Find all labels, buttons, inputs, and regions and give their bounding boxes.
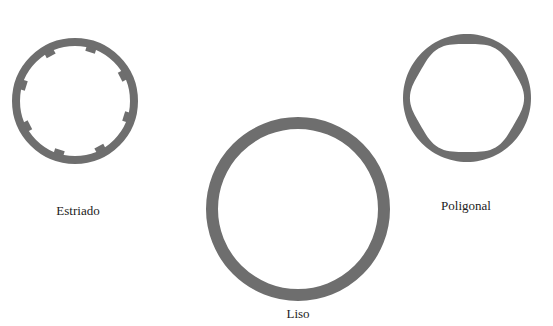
polygonal-bore xyxy=(403,34,531,162)
smooth-bore xyxy=(212,123,384,295)
rifling-land xyxy=(94,144,105,153)
section-label: Estriado xyxy=(56,203,99,218)
section-label: Poligonal xyxy=(441,198,491,213)
rifling-land xyxy=(122,111,130,122)
rifled-bore xyxy=(16,42,134,160)
rifling-land xyxy=(85,46,96,54)
rifling-land xyxy=(118,70,127,81)
rifling-land xyxy=(54,148,65,156)
rifling-land xyxy=(23,120,32,131)
barrel-ring xyxy=(16,42,134,160)
rifling-land xyxy=(20,80,28,91)
section-label: Liso xyxy=(286,306,309,321)
rifling-land xyxy=(44,49,55,58)
